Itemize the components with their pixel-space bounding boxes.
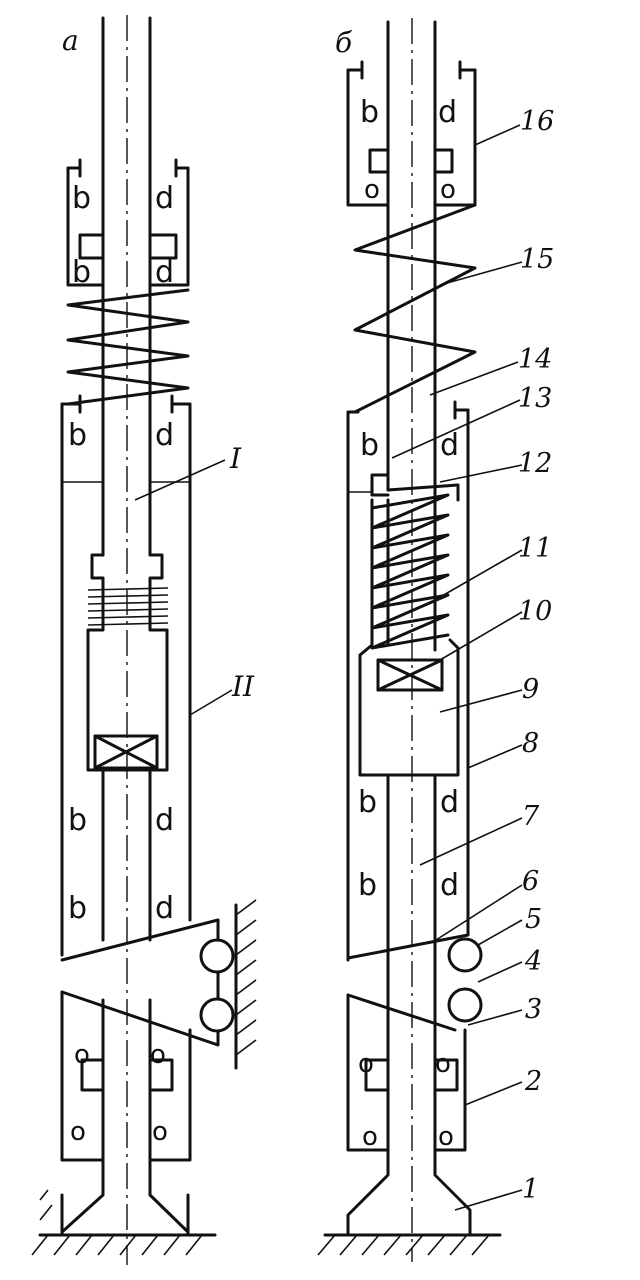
bearing-b-low2-a: b (68, 891, 87, 926)
bearing-d-top-a: d (155, 181, 174, 216)
bearing-o-top2-b: o (440, 175, 456, 205)
bearing-d-low-b: d (440, 785, 459, 820)
bearing-b-mid-a: b (68, 418, 87, 453)
bearing-o-2-a: o (150, 1040, 166, 1070)
ball-a-upper (199, 938, 235, 974)
callout-7: 7 (522, 801, 540, 832)
drawing-a: a (31, 15, 257, 1265)
callout-8: 8 (522, 728, 539, 759)
bearing-d-low-a: d (155, 803, 174, 838)
clutch-block-a (93, 734, 159, 770)
callout-6: 6 (522, 866, 539, 897)
bearing-o-4-b: o (438, 1122, 454, 1152)
callout-numbers: 1 2 3 4 5 6 7 8 9 10 11 12 13 14 15 16 (518, 106, 554, 1205)
bearing-o-2-b: o (435, 1049, 451, 1079)
bearing-d-mid-a: d (155, 418, 174, 453)
bearing-d-low2-b: d (440, 868, 459, 903)
bearing-b-top2-a: b (72, 255, 91, 290)
ball-b-lower (447, 987, 483, 1023)
bearing-o-3-b: o (362, 1122, 378, 1152)
drawing-b: б (317, 18, 554, 1262)
bearing-o-top-b: o (364, 175, 380, 205)
bearing-d-top2-a: d (155, 255, 174, 290)
bearing-b-top-b: b (360, 95, 379, 130)
bearing-b-mid-b: b (360, 428, 379, 463)
bearing-d-low2-a: d (155, 891, 174, 926)
callout-13: 13 (518, 383, 552, 414)
callout-11: 11 (518, 533, 552, 564)
label-roman-1: I (229, 442, 242, 475)
label-b: б (335, 26, 353, 59)
ground-a (31, 1189, 217, 1256)
bearing-o-3-a: o (70, 1117, 86, 1147)
callout-10: 10 (518, 596, 552, 627)
callout-14: 14 (518, 344, 552, 375)
callout-leaders (391, 124, 523, 1211)
taper-b-upper (346, 933, 470, 960)
callout-2: 2 (524, 1066, 542, 1097)
bearing-b-low-b: b (358, 785, 377, 820)
callout-5: 5 (525, 904, 542, 935)
spring-b-11 (370, 493, 450, 650)
taper-b-lower (346, 993, 457, 1032)
bearing-b-low-a: b (68, 803, 87, 838)
clutch-block-b (376, 658, 444, 692)
spring-b-upper (353, 203, 477, 414)
leader-II (189, 689, 233, 716)
top-bearing-housing-a (66, 158, 190, 287)
bearing-d-top-b: d (438, 95, 457, 130)
ball-a-lower (199, 997, 235, 1033)
ground-b (317, 1233, 502, 1256)
bearing-letters-a: b d b d b d b d b d o o o o (68, 181, 174, 1147)
bearing-d-mid-b: d (440, 428, 459, 463)
label-roman-2: II (231, 670, 255, 703)
callout-12: 12 (518, 448, 552, 479)
bearing-b-low2-b: b (358, 868, 377, 903)
callout-1: 1 (522, 1174, 539, 1205)
lower-housing-b (346, 993, 472, 1237)
bearing-o-4-a: o (152, 1117, 168, 1147)
label-a: a (62, 24, 79, 57)
leader-I (134, 459, 226, 501)
bearing-o-1-a: o (74, 1040, 90, 1070)
callout-3: 3 (525, 994, 542, 1025)
callout-4: 4 (524, 946, 542, 977)
sleeve-housing-a (60, 394, 220, 962)
bearing-letters-b: b d o o b d b d b d o o o o (358, 95, 459, 1152)
spring-a-upper (66, 288, 190, 406)
bearing-b-top-a: b (72, 181, 91, 216)
shaft-a (101, 15, 152, 1265)
lower-housing-a (60, 918, 220, 1237)
callout-16: 16 (520, 106, 554, 137)
wall-a (234, 899, 257, 1070)
callout-15: 15 (520, 244, 554, 275)
ball-b-upper (447, 937, 483, 973)
bearing-o-1-b: o (358, 1049, 374, 1079)
callout-9: 9 (522, 674, 539, 705)
thread-coils-a (87, 587, 169, 626)
